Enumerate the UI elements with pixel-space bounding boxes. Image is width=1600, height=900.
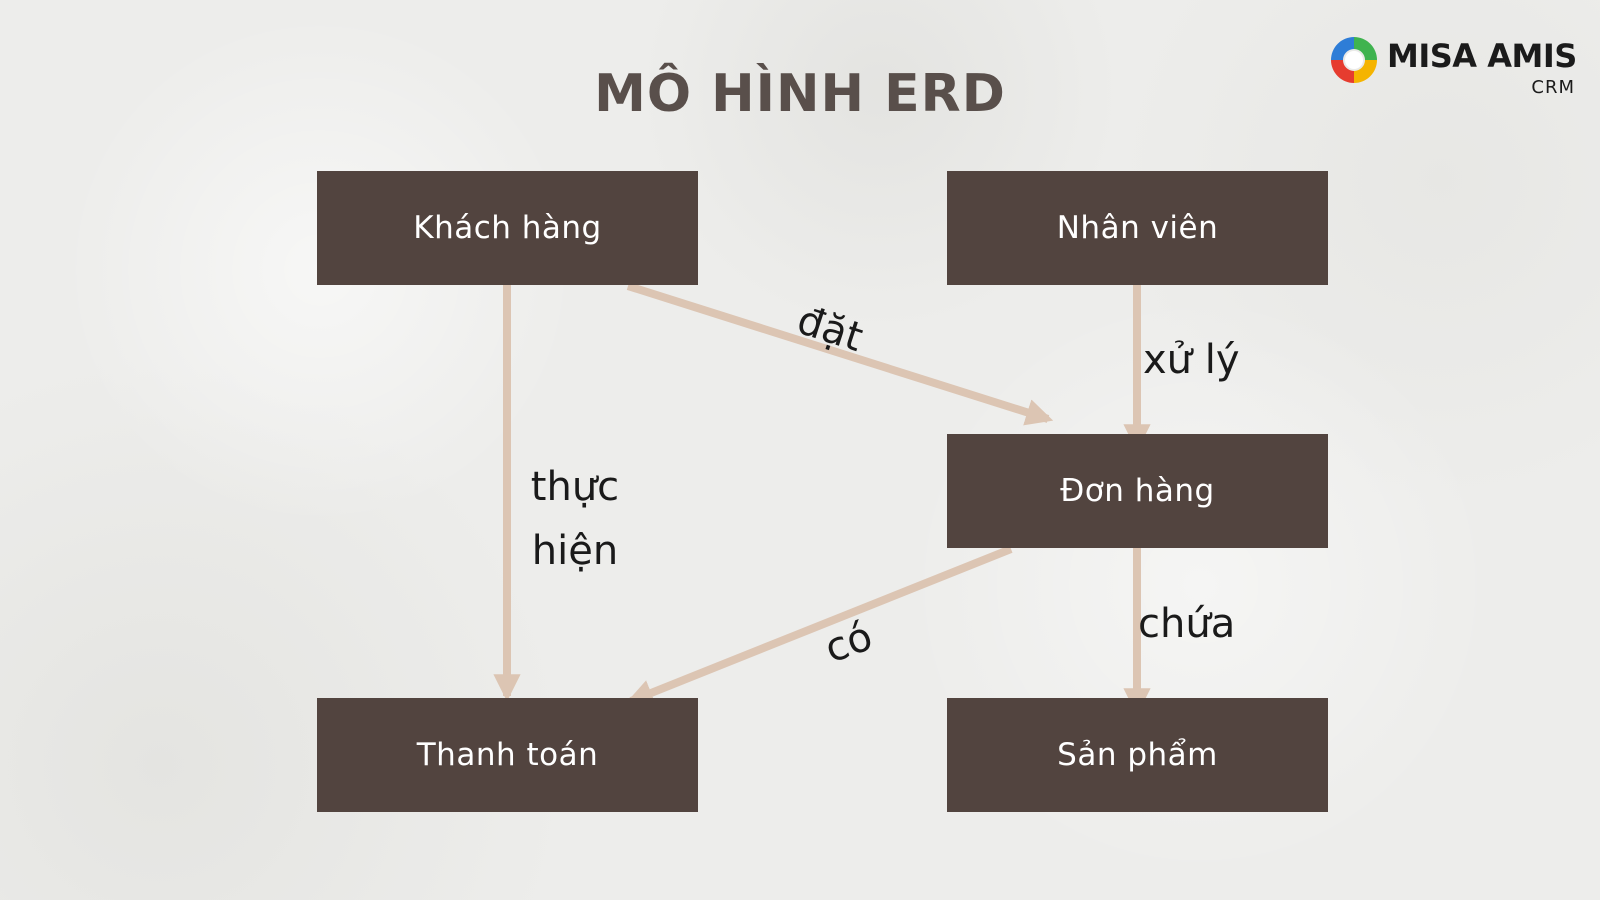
arrow-don-hang-to-thanh-toan <box>625 545 1013 706</box>
arrow-khach-hang-to-don-hang <box>626 282 1054 426</box>
logo-subtitle: CRM <box>1531 77 1575 98</box>
logo-mark-icon <box>1331 37 1377 83</box>
entity-nhan-vien: Nhân viên <box>947 171 1328 285</box>
entity-khach-hang: Khách hàng <box>317 171 698 285</box>
entity-san-pham: Sản phẩm <box>947 698 1328 812</box>
relationship-label-chua: chứa <box>1138 601 1236 647</box>
relationship-label-thuc-hien: thực hiện <box>530 464 620 574</box>
entity-don-hang: Đơn hàng <box>947 434 1328 548</box>
entity-thanh-toan: Thanh toán <box>317 698 698 812</box>
relationship-label-xu-ly: xử lý <box>1143 337 1240 383</box>
logo-wordmark: MISA AMIS <box>1387 37 1577 75</box>
brand-logo: MISA AMIS CRM <box>1327 33 1577 103</box>
page-title: MÔ HÌNH ERD <box>594 64 1006 124</box>
